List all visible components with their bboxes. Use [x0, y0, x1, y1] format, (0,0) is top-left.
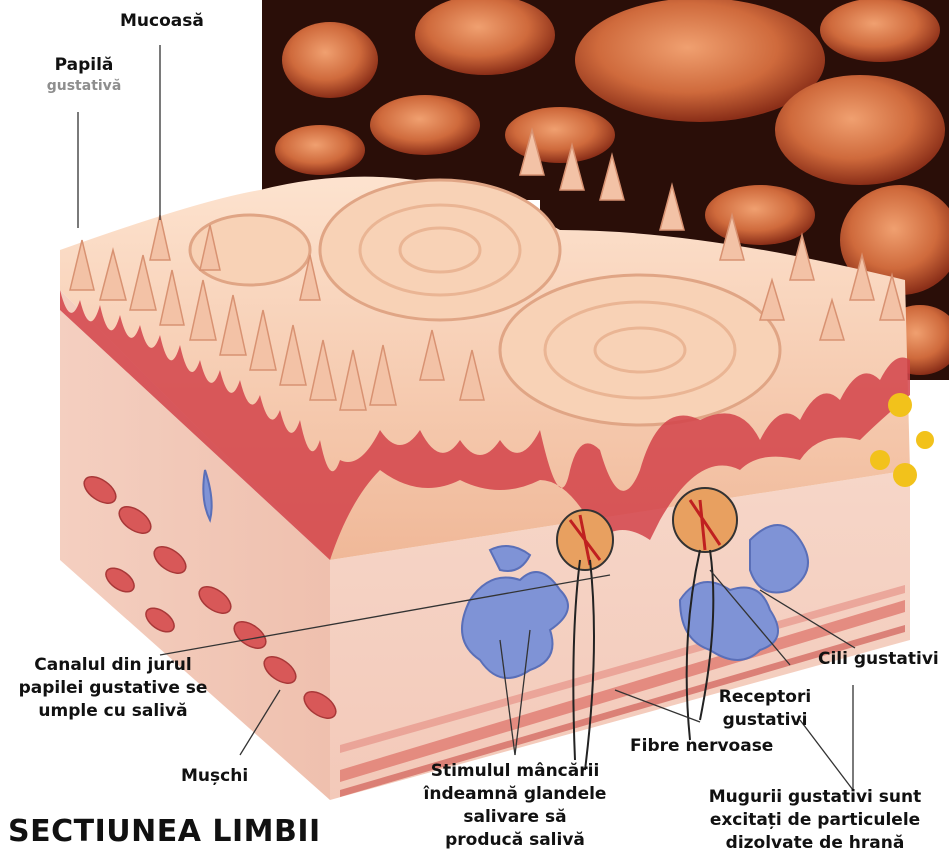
label-stimul-line3: salivare să	[405, 806, 625, 829]
cell-blob	[705, 185, 815, 245]
label-canal-line1: Canalul din jurul	[2, 654, 224, 677]
label-muguri: Mugurii gustativi sunt excitați de parti…	[693, 786, 937, 855]
label-muguri-line1: Mugurii gustativi sunt	[693, 786, 937, 809]
circumvallate-papilla	[320, 180, 560, 320]
label-stimul: Stimulul mâncării îndeamnă glandele sali…	[405, 760, 625, 852]
label-stimul-line1: Stimulul mâncării	[405, 760, 625, 783]
label-canal: Canalul din jurul papilei gustative se u…	[2, 654, 224, 723]
label-receptori: Receptori gustativi	[710, 686, 820, 732]
label-muguri-line2: excitați de particulele	[693, 809, 937, 832]
label-receptori-line1: Receptori	[710, 686, 820, 709]
label-stimul-line2: îndeamnă glandele	[405, 783, 625, 806]
cell-blob	[820, 0, 940, 62]
label-canal-line3: umple cu salivă	[2, 700, 224, 723]
label-muguri-line3: dizolvate de hrană	[693, 832, 937, 855]
cell-blob	[370, 95, 480, 155]
label-fibre-nervoase: Fibre nervoase	[630, 735, 773, 758]
label-muschi: Mușchi	[181, 765, 248, 788]
cell-blob	[275, 125, 365, 175]
label-papila-gustativa: Papilă gustativă	[36, 54, 132, 95]
diagram-title: SECTIUNEA LIMBII	[8, 814, 321, 849]
label-canal-line2: papilei gustative se	[2, 677, 224, 700]
cell-blob	[282, 22, 378, 98]
label-cili-gustativi: Cili gustativi	[818, 648, 939, 671]
label-papila-line2: gustativă	[36, 77, 132, 95]
label-papila-line1: Papilă	[36, 54, 132, 77]
cell-blob	[505, 107, 615, 163]
circumvallate-papilla	[500, 275, 780, 425]
label-stimul-line4: producă salivă	[405, 829, 625, 852]
label-mucoasa: Mucoasă	[120, 10, 204, 33]
cell-blob	[775, 75, 945, 185]
label-receptori-line2: gustativi	[710, 709, 820, 732]
